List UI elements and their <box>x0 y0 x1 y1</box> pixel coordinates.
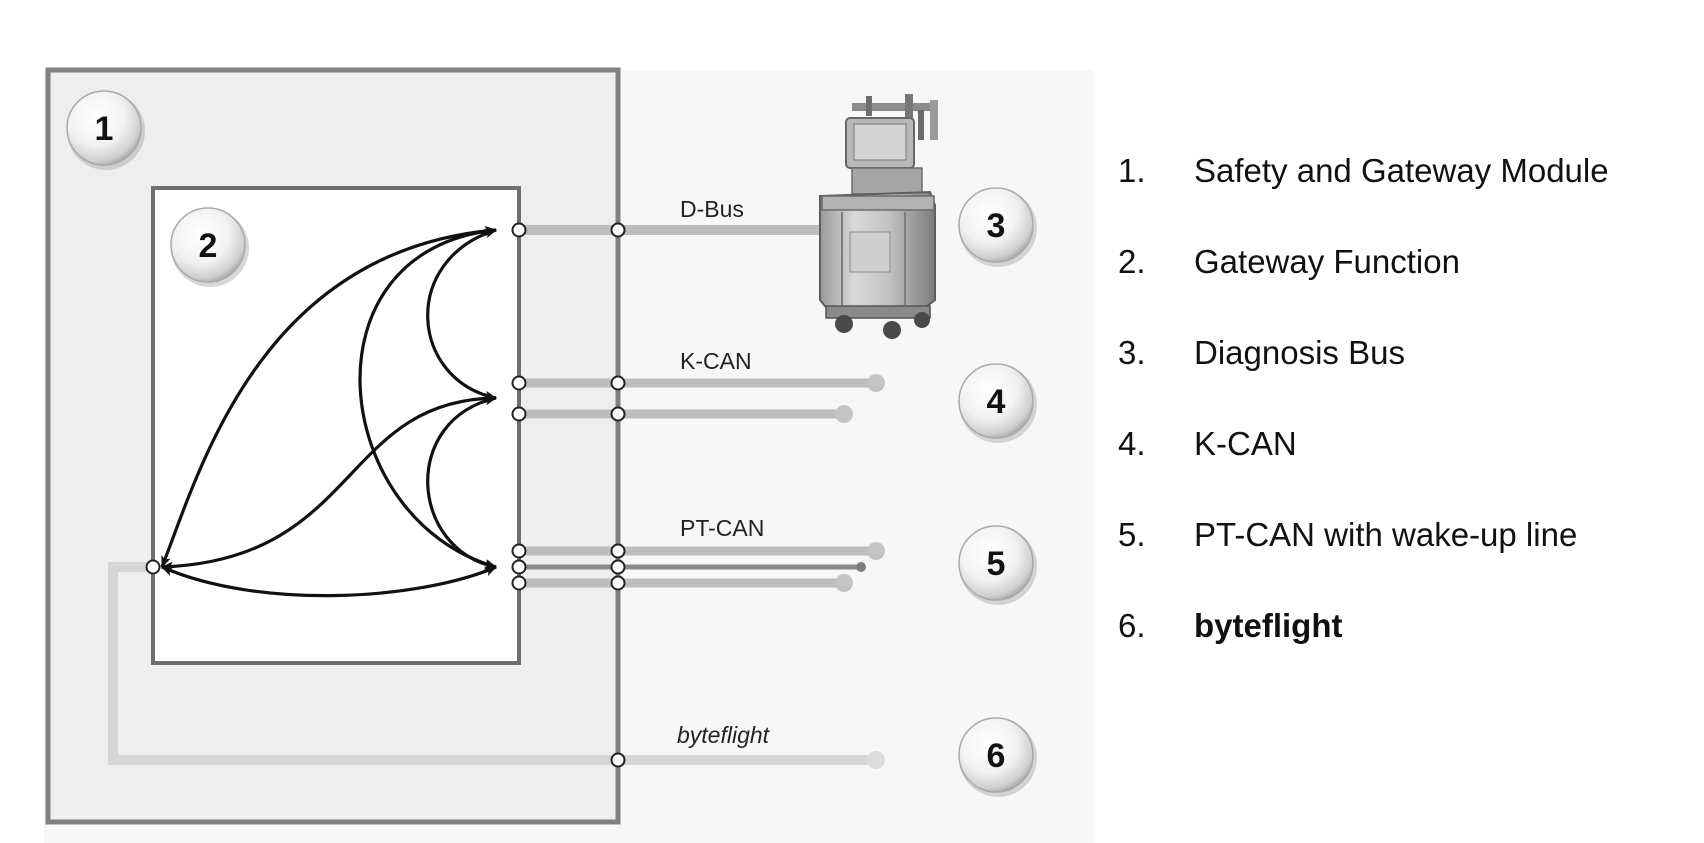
badge-2: 2 <box>170 207 249 287</box>
badge-3: 3 <box>958 187 1037 267</box>
arrow-kcan-to-ptcan <box>426 395 497 570</box>
legend-item: 2. Gateway Function <box>1118 243 1609 334</box>
connection-nodes <box>145 222 626 768</box>
legend-item-number: 2. <box>1118 243 1146 280</box>
node-dbus-inner <box>511 222 527 238</box>
badge-1-number: 1 <box>95 110 114 148</box>
routing-arrows <box>160 225 497 598</box>
node-dbus-outer <box>610 222 626 238</box>
node-kcan2-inner <box>511 406 527 422</box>
node-wakeup-outer <box>610 559 626 575</box>
badge-6-number: 6 <box>987 737 1006 775</box>
node-ptcan2-outer <box>610 575 626 591</box>
byteflight-label: byteflight <box>677 722 771 748</box>
legend-item-text: PT-CAN with wake-up line <box>1194 516 1578 553</box>
badge-2-number: 2 <box>199 227 218 265</box>
legend-item-number: 6. <box>1118 607 1146 644</box>
node-wakeup-inner <box>511 559 527 575</box>
node-ptcan1-outer <box>610 543 626 559</box>
badge-5-number: 5 <box>987 545 1006 583</box>
bus-lines <box>108 225 879 765</box>
diagnosis-tester-cart-icon <box>819 94 938 339</box>
pt-can-end-1 <box>867 542 885 560</box>
arrow-kcan-to-left <box>161 393 497 572</box>
legend-item: 1. Safety and Gateway Module <box>1118 152 1609 243</box>
node-byteflight-outer <box>610 752 626 768</box>
legend-list: 1. Safety and Gateway Module 2. Gateway … <box>1118 152 1609 698</box>
d-bus-label: D-Bus <box>680 196 744 222</box>
legend-item-number: 1. <box>1118 152 1146 189</box>
badge-3-number: 3 <box>987 207 1006 245</box>
legend-item-text: Gateway Function <box>1194 243 1460 280</box>
legend-item-text: Diagnosis Bus <box>1194 334 1405 371</box>
legend-item: 4. K-CAN <box>1118 425 1609 516</box>
pt-can-wakeup-end <box>856 562 866 572</box>
node-ptcan1-inner <box>511 543 527 559</box>
legend-item: 6. byteflight <box>1118 607 1609 698</box>
badge-5: 5 <box>958 525 1037 605</box>
node-ptcan2-inner <box>511 575 527 591</box>
k-can-end-2 <box>835 405 853 423</box>
badge-4: 4 <box>958 363 1037 443</box>
arrow-dbus-to-kcan <box>426 228 497 401</box>
node-byteflight-inner <box>145 559 161 575</box>
byteflight-end <box>867 751 885 769</box>
node-kcan2-outer <box>610 406 626 422</box>
legend-item-text: Safety and Gateway Module <box>1194 152 1609 189</box>
node-kcan1-outer <box>610 375 626 391</box>
badge-1: 1 <box>66 90 145 170</box>
legend-item-text: K-CAN <box>1194 425 1297 462</box>
node-kcan1-inner <box>511 375 527 391</box>
bus-end-caps <box>835 374 885 769</box>
arrow-left-to-ptcan-lower <box>161 565 497 598</box>
pt-can-label: PT-CAN <box>680 515 764 541</box>
k-can-end-1 <box>867 374 885 392</box>
k-can-label: K-CAN <box>680 348 752 374</box>
byteflight-line <box>108 562 879 765</box>
pt-can-end-2 <box>835 574 853 592</box>
badge-4-number: 4 <box>987 383 1006 421</box>
legend-item-number: 3. <box>1118 334 1146 371</box>
legend-item-number: 4. <box>1118 425 1146 462</box>
badge-6: 6 <box>958 717 1037 797</box>
legend-item: 3. Diagnosis Bus <box>1118 334 1609 425</box>
legend-item-text: byteflight <box>1194 607 1343 644</box>
legend-item-number: 5. <box>1118 516 1146 553</box>
legend-item: 5. PT-CAN with wake-up line <box>1118 516 1609 607</box>
